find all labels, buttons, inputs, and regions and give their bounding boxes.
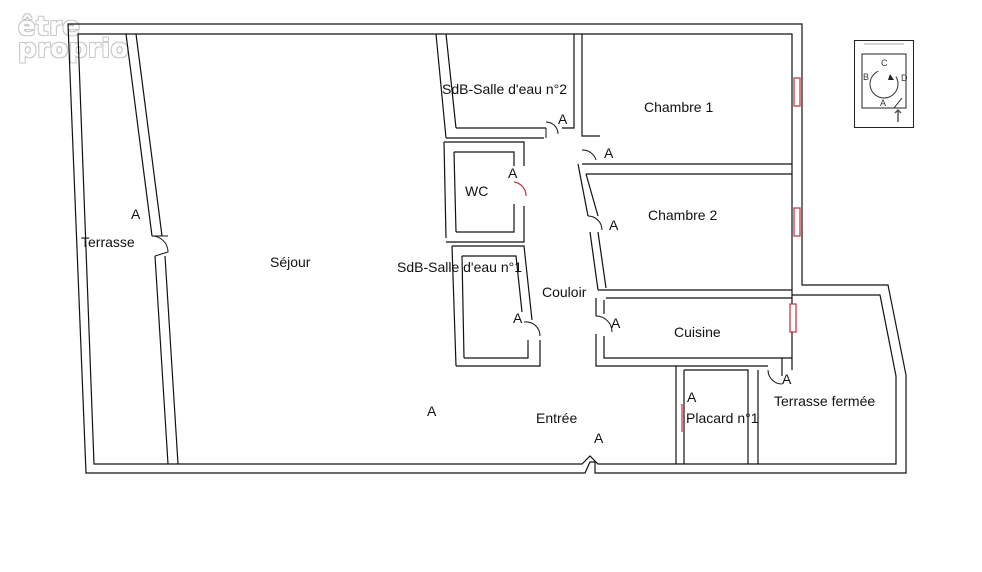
- compass-letter-b: B: [863, 72, 870, 82]
- sdb1-walls: [451, 245, 541, 367]
- door-marker: A: [604, 145, 614, 161]
- room-label-sejour: Séjour: [270, 254, 311, 270]
- door-marker: A: [687, 389, 697, 405]
- door-marker: A: [558, 111, 568, 127]
- room-label-entree: Entrée: [536, 410, 578, 426]
- outer-wall: [67, 23, 907, 474]
- room-label-chambre2: Chambre 2: [648, 207, 718, 223]
- room-label-wc: WC: [465, 183, 489, 199]
- windows: [789, 77, 801, 333]
- terrasse-wall: [125, 33, 179, 465]
- cuisine-walls: [595, 295, 793, 385]
- logo: être proprio: [18, 12, 130, 64]
- room-label-chambre1: Chambre 1: [644, 99, 714, 115]
- room-label-sdb1: SdB-Salle d'eau n°1: [397, 259, 523, 275]
- door-marker: A: [427, 403, 437, 419]
- logo-line-2: proprio: [18, 34, 130, 64]
- room-label-sdb2: SdB-Salle d'eau n°2: [442, 81, 568, 97]
- room-label-terrasse: Terrasse: [81, 234, 135, 250]
- door-marker: A: [131, 206, 141, 222]
- room-label-placard1: Placard n°1: [686, 410, 759, 426]
- wc-walls: [443, 141, 527, 243]
- door-marker: A: [611, 315, 621, 331]
- compass-letter-a: A: [880, 98, 887, 108]
- logo-line-1: être: [18, 12, 81, 42]
- room-label-cuisine: Cuisine: [674, 324, 721, 340]
- compass-letter-d: D: [901, 73, 908, 83]
- compass-icon: [854, 40, 914, 128]
- chambre1-walls: [581, 149, 792, 175]
- door-marker: A: [609, 217, 619, 233]
- sdb2-walls: [435, 33, 600, 139]
- room-label-couloir: Couloir: [542, 284, 587, 300]
- compass-letter-c: C: [881, 58, 888, 68]
- orientation-compass: C B D A: [854, 40, 914, 128]
- chambre2-walls: [577, 163, 792, 299]
- door-marker: A: [782, 371, 792, 387]
- placard-walls: [675, 366, 759, 464]
- door-marker: A: [508, 165, 518, 181]
- room-label-terrasse-fermee: Terrasse fermée: [774, 393, 876, 409]
- door-marker: A: [594, 430, 604, 446]
- door-marker: A: [513, 310, 523, 326]
